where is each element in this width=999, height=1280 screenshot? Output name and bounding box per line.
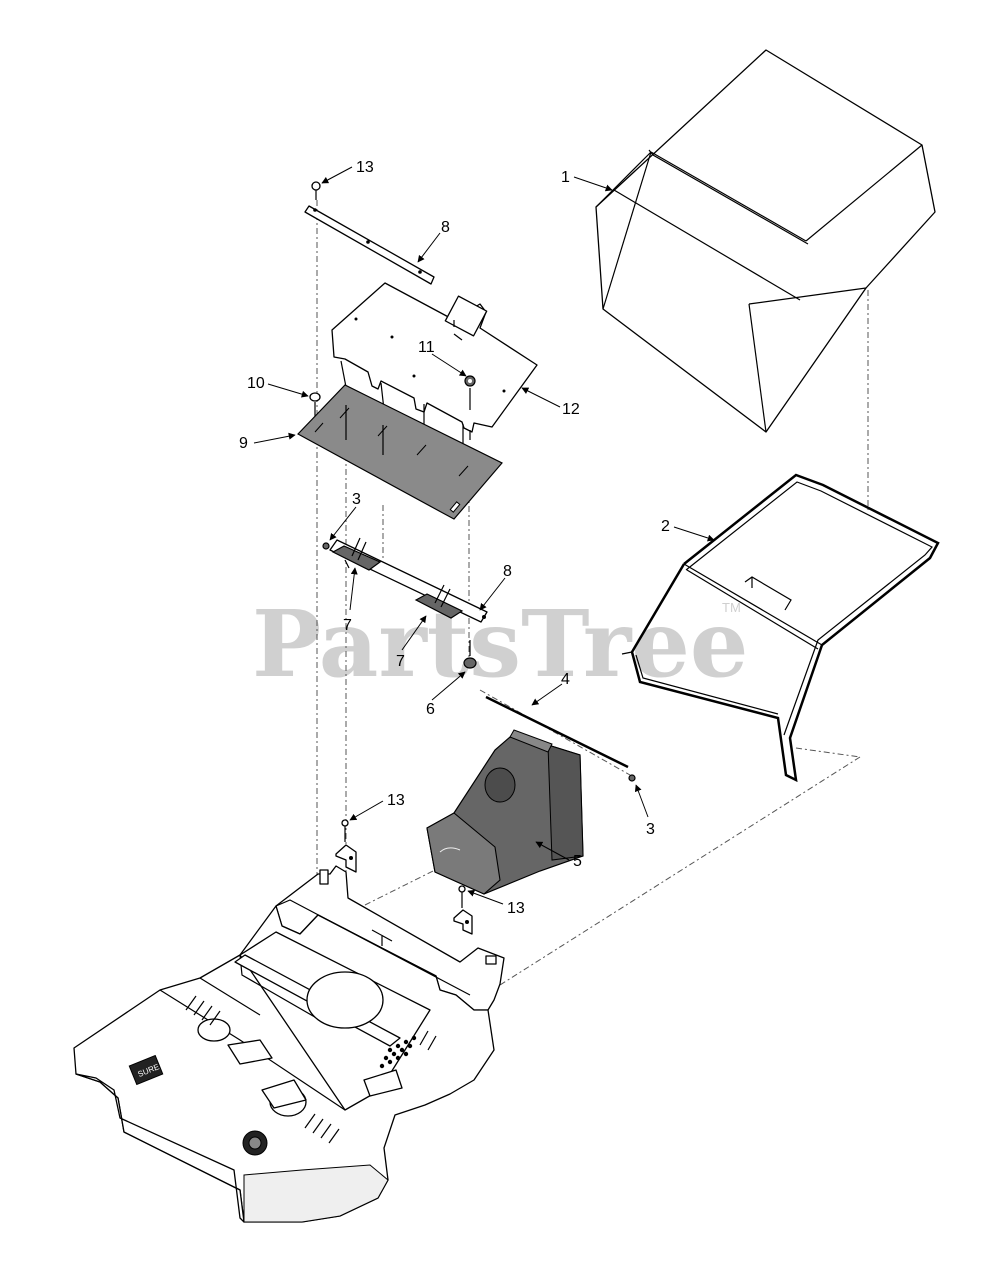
callout-labels: 1 2 3 3 4 5 6 7 7 8 8 9 10 11 12 13 13 1… (239, 159, 670, 917)
deck-decal: SURE (128, 1054, 164, 1086)
pin-upper[interactable] (322, 542, 330, 550)
callout-11[interactable]: 11 (418, 339, 435, 356)
alignment-lines (316, 200, 869, 986)
callout-leaders (253, 166, 715, 905)
seal-pad[interactable] (297, 384, 503, 520)
callout-13-top[interactable]: 13 (356, 159, 374, 176)
callout-3-lower[interactable]: 3 (646, 821, 655, 838)
callout-9[interactable]: 9 (239, 435, 248, 452)
callout-4[interactable]: 4 (561, 671, 570, 688)
callout-10[interactable]: 10 (247, 375, 265, 392)
callout-3-upper[interactable]: 3 (352, 491, 361, 508)
callout-8-mid[interactable]: 8 (503, 563, 512, 580)
bolt-top[interactable] (311, 181, 321, 200)
callout-13-mid[interactable]: 13 (387, 792, 405, 809)
strap-top[interactable] (304, 205, 435, 285)
callout-5[interactable]: 5 (573, 853, 582, 870)
callout-7-left[interactable]: 7 (343, 617, 352, 634)
watermark-text: PartsTree (252, 590, 748, 698)
callout-2[interactable]: 2 (661, 518, 670, 535)
rod[interactable] (485, 695, 629, 769)
bolt-mid-right[interactable] (453, 885, 473, 935)
nut[interactable] (464, 375, 476, 410)
grass-bag[interactable] (595, 49, 936, 433)
watermark-trademark: TM (722, 600, 741, 615)
discharge-chute[interactable] (426, 729, 584, 895)
callout-7-right[interactable]: 7 (396, 653, 405, 670)
callout-8-top[interactable]: 8 (441, 219, 450, 236)
callout-1[interactable]: 1 (561, 169, 570, 186)
cover-plate[interactable] (331, 282, 538, 470)
callout-12[interactable]: 12 (562, 401, 580, 418)
deck-vents (185, 995, 437, 1144)
mower-deck: SURE (73, 865, 505, 1223)
deck-logo (242, 1130, 268, 1156)
bag-frame[interactable] (621, 473, 940, 783)
bolt-mid-left[interactable] (335, 819, 357, 873)
clip-right[interactable] (414, 584, 464, 619)
pin-lower[interactable] (628, 774, 636, 782)
clip-left[interactable] (331, 537, 382, 571)
callout-6[interactable]: 6 (426, 701, 435, 718)
knob[interactable] (463, 640, 477, 669)
callout-13-right[interactable]: 13 (507, 900, 525, 917)
deck-holes (379, 1035, 417, 1069)
